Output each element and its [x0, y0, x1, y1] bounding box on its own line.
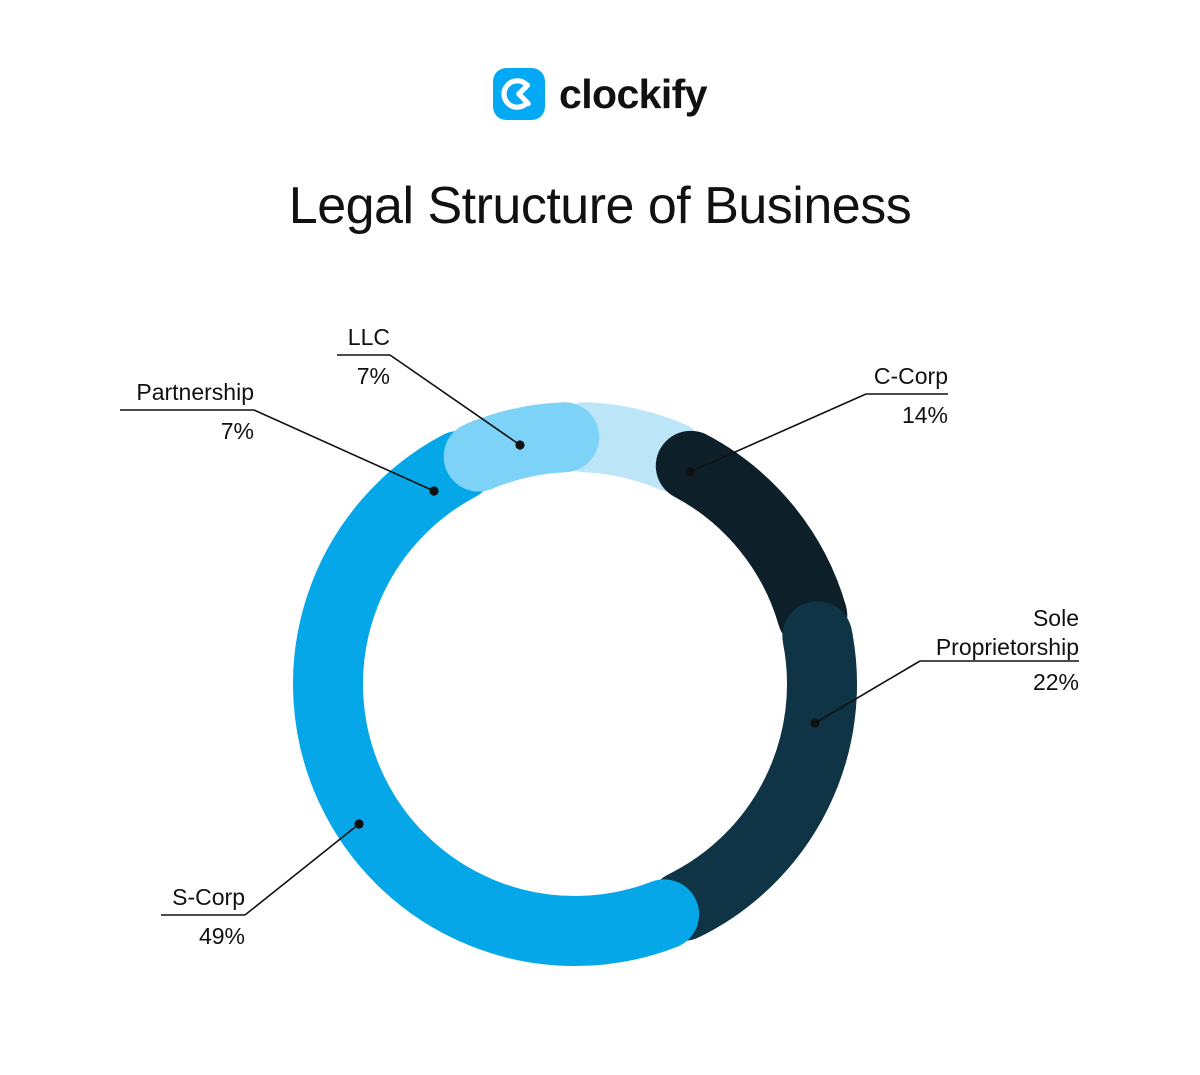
- brand-logo: clockify: [0, 68, 1200, 120]
- callout-anchor-dot: [354, 819, 364, 829]
- callout-label-text: Partnership: [136, 379, 254, 405]
- donut-segments: LLC 7%C-Corp 14%Sole Proprietorship 22%S…: [293, 402, 857, 966]
- donut-segment-s-corp[interactable]: S-Corp 49%: [293, 430, 700, 966]
- callout-leader-line: [389, 354, 521, 446]
- callout-anchor-dot: [429, 486, 439, 496]
- callout-label-text: S-Corp: [172, 884, 245, 910]
- callout-s-corp: S-Corp 49%: [161, 819, 364, 949]
- callout-anchor-dot: [515, 440, 525, 450]
- callout-label-text: LLC: [348, 324, 390, 350]
- callout-llc: LLC 7%: [337, 324, 525, 450]
- callout-percent-text: 14%: [902, 402, 948, 428]
- callout-leader-line: [689, 393, 867, 473]
- callout-c-corp: C-Corp 14%: [685, 363, 948, 477]
- callout-leader-line: [814, 660, 921, 724]
- callout-percent-text: 7%: [357, 363, 390, 389]
- callout-percent-text: 7%: [221, 418, 254, 444]
- clockify-logo-icon: [493, 68, 546, 120]
- callout-anchor-dot: [685, 467, 695, 477]
- callout-percent-text: 22%: [1033, 669, 1079, 695]
- callout-partnership: Partnership 7%: [120, 379, 439, 496]
- donut-segment-c-corp[interactable]: C-Corp 14%: [655, 430, 848, 651]
- brand-wordmark: clockify: [559, 70, 707, 117]
- callout-leader-line: [253, 409, 435, 492]
- callout-percent-text: 49%: [199, 923, 245, 949]
- donut-segment-sole-proprietorship[interactable]: Sole Proprietorship 22%: [648, 601, 857, 941]
- callout-label-text: C-Corp: [874, 363, 948, 389]
- callout-anchor-dot: [810, 718, 820, 728]
- callout-leader-line: [244, 823, 360, 916]
- page-title: Legal Structure of Business: [288, 177, 912, 235]
